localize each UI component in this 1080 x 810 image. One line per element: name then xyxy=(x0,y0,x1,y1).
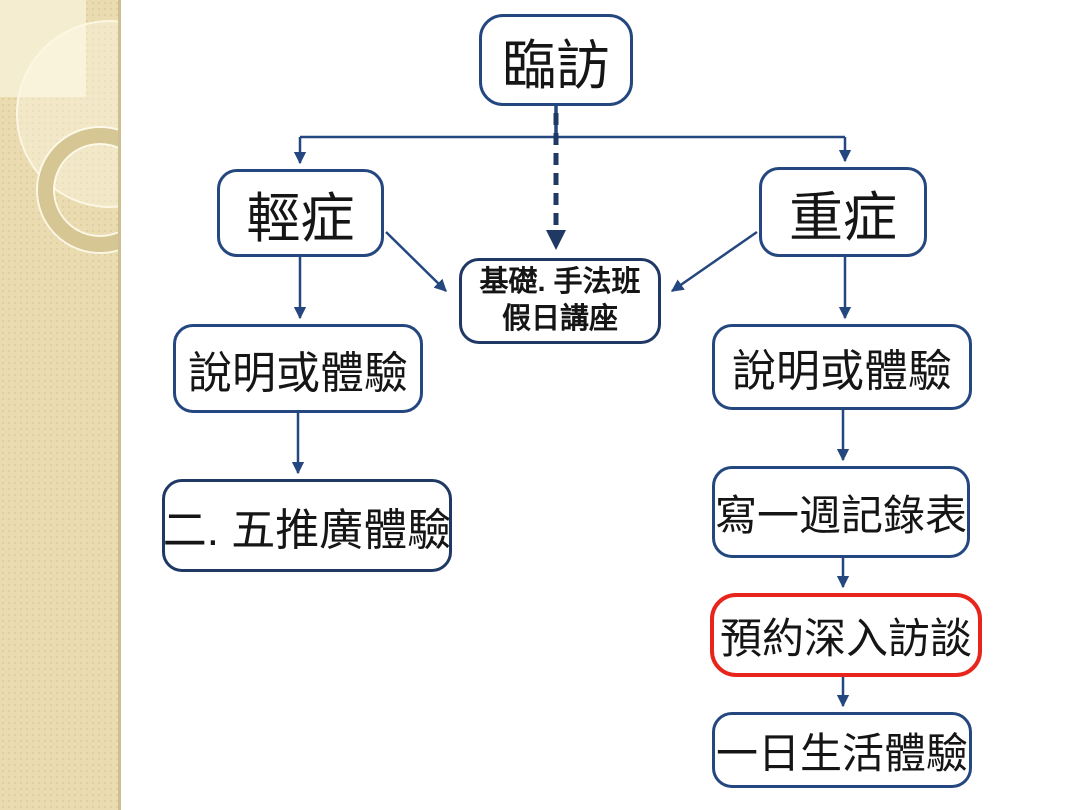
node-mild-promo-label: 二. 五推廣體驗 xyxy=(162,505,452,555)
node-severe-interview-highlighted: 預約深入訪談 xyxy=(710,593,982,677)
node-severe-interview-label: 預約深入訪談 xyxy=(719,614,972,662)
connector-mild-course xyxy=(385,231,447,292)
sidebar-decoration xyxy=(0,0,121,810)
node-severe-record: 寫一週記錄表 xyxy=(712,466,970,558)
node-severe-oneday-label: 一日生活體驗 xyxy=(715,729,968,777)
node-mild-promo: 二. 五推廣體驗 xyxy=(162,479,452,572)
node-severe-intro: 說明或體驗 xyxy=(712,324,972,410)
node-visit-label: 臨訪 xyxy=(502,35,610,96)
node-severe-record-label: 寫一週記錄表 xyxy=(715,491,968,539)
node-course-line2: 假日講座 xyxy=(501,303,618,335)
node-severe-oneday: 一日生活體驗 xyxy=(712,712,972,788)
node-mild-intro-label: 說明或體驗 xyxy=(188,348,408,398)
node-severe: 重症 xyxy=(759,167,927,257)
node-course: 基礎. 手法班 假日講座 xyxy=(459,258,661,344)
node-mild-intro: 說明或體驗 xyxy=(173,324,423,413)
node-visit: 臨訪 xyxy=(479,14,633,106)
node-course-line1: 基礎. 手法班 xyxy=(479,266,641,298)
node-mild: 輕症 xyxy=(217,169,384,257)
node-mild-label: 輕症 xyxy=(246,188,355,249)
connector-severe-course xyxy=(670,230,758,293)
node-severe-intro-label: 說明或體驗 xyxy=(732,347,952,396)
node-severe-label: 重症 xyxy=(789,187,897,248)
